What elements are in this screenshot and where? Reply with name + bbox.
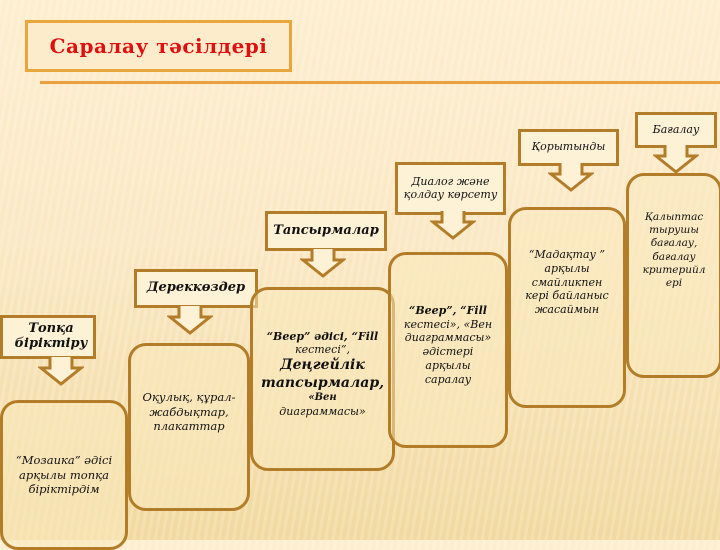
card-line: тапсырмалар, bbox=[261, 374, 384, 391]
card-line: әдістері bbox=[422, 345, 474, 358]
step-card-assessment: Қалыптас тырушы бағалау, бағалау критери… bbox=[626, 173, 720, 378]
step-label-group: Топқа біріктіру bbox=[0, 315, 96, 359]
step-label-text: Бағалау bbox=[652, 122, 700, 136]
step-card-sources: Оқулық, құрал- жабдықтар, плакаттар bbox=[128, 343, 250, 511]
card-line: бағалау bbox=[652, 250, 696, 263]
down-arrow-icon bbox=[167, 306, 213, 335]
card-line: кестесі”, bbox=[295, 343, 350, 357]
card-line: арқылы топқа bbox=[19, 467, 109, 482]
step-card-tasks: “Веер” әдісі, “Fill кестесі”, Деңгейлік … bbox=[250, 287, 395, 471]
step-label-assessment: Бағалау bbox=[635, 112, 717, 148]
card-line: “Мозаика” әдісі bbox=[15, 453, 113, 468]
down-arrow-icon bbox=[653, 145, 699, 174]
card-line: смайликпен bbox=[531, 275, 603, 289]
step-label-text: Қорытынды bbox=[531, 140, 606, 154]
page-title: Саралау тәсілдері bbox=[49, 34, 268, 58]
card-line: плакаттар bbox=[153, 419, 225, 434]
step-label-sources: Дереккөздер bbox=[134, 269, 258, 308]
down-arrow-icon bbox=[430, 211, 476, 240]
step-label-text: Тапсырмалар bbox=[273, 222, 379, 238]
step-label-text: Дереккөздер bbox=[146, 280, 246, 296]
title-underline-rule bbox=[40, 81, 720, 84]
card-line: диаграммасы» bbox=[404, 331, 492, 345]
card-line: “Веер” әдісі, “Fill bbox=[266, 329, 379, 343]
card-line: “Мадақтау ” bbox=[528, 248, 606, 262]
step-label-text: Диалог және қолдау көрсету bbox=[403, 174, 498, 201]
down-arrow-icon bbox=[38, 357, 84, 386]
card-line: тырушы bbox=[649, 224, 699, 237]
step-label-text: Топқа біріктіру bbox=[14, 321, 88, 351]
card-line: Қалыптас bbox=[644, 211, 704, 224]
step-card-dialogue: “Веер”, “Fill кестесі», «Вен диаграммасы… bbox=[388, 252, 508, 448]
step-label-conclusion: Қорытынды bbox=[518, 129, 619, 166]
card-line: арқылы bbox=[425, 358, 471, 372]
card-line: арқылы bbox=[544, 261, 590, 275]
title-box: Саралау тәсілдері bbox=[25, 20, 292, 72]
card-line: жасаймын bbox=[534, 303, 600, 317]
card-line: диаграммасы» bbox=[279, 404, 366, 418]
down-arrow-icon bbox=[300, 249, 346, 278]
card-line: кестесі», «Вен bbox=[403, 317, 493, 331]
step-label-dialogue: Диалог және қолдау көрсету bbox=[395, 162, 506, 215]
card-line: «Вен bbox=[308, 392, 337, 404]
step-label-tasks: Тапсырмалар bbox=[265, 211, 387, 251]
card-line: саралау bbox=[424, 372, 472, 386]
card-line: кері байланыс bbox=[525, 289, 609, 303]
card-line: “Веер”, “Fill bbox=[409, 303, 487, 317]
step-card-conclusion: “Мадақтау ” арқылы смайликпен кері байла… bbox=[508, 207, 626, 408]
down-arrow-icon bbox=[548, 163, 594, 192]
card-line: критерийл bbox=[642, 263, 706, 276]
card-line: бағалау, bbox=[650, 237, 698, 250]
card-line: біріктірдім bbox=[28, 482, 100, 497]
card-line: Деңгейлік bbox=[280, 357, 365, 374]
step-card-group: “Мозаика” әдісі арқылы топқа біріктірдім bbox=[0, 400, 128, 550]
card-line: Оқулық, құрал- bbox=[142, 390, 236, 405]
card-line: ері bbox=[665, 276, 683, 289]
card-line: жабдықтар, bbox=[149, 404, 229, 419]
